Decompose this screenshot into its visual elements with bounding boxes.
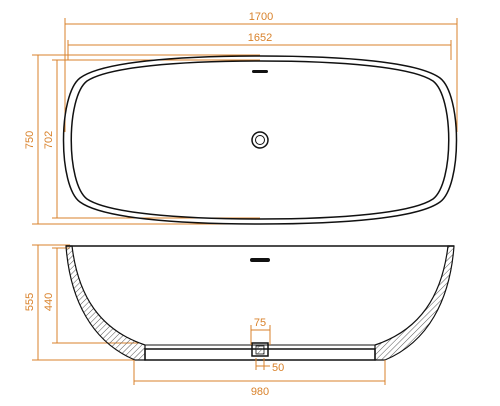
drain-width-label: 75 <box>254 317 266 329</box>
base-length-dimension: 980 <box>133 360 386 398</box>
tub-outer-rim <box>62 55 458 225</box>
inner-width-label: 702 <box>43 131 55 149</box>
overall-height-dimension: 555 <box>24 244 140 361</box>
top-view: 1700 1652 750 702 <box>24 11 458 225</box>
drain-outer-ring <box>251 131 269 149</box>
overall-width-label: 750 <box>24 131 36 149</box>
right-wall-section <box>374 245 455 361</box>
drain-inner-ring <box>255 135 265 145</box>
inner-length-dimension: 1652 <box>67 32 452 60</box>
overall-length-dimension: 1700 <box>64 11 458 132</box>
drain-height-dimension: 50 <box>255 358 284 374</box>
overall-length-label: 1700 <box>249 11 273 23</box>
inner-depth-dimension: 440 <box>43 247 140 344</box>
overflow-slot <box>252 70 268 73</box>
drain-height-label: 50 <box>272 362 284 374</box>
overall-height-label: 555 <box>24 293 36 311</box>
base-length-label: 980 <box>251 386 269 398</box>
drain-section <box>251 342 269 357</box>
tub-inner-rim <box>70 60 450 220</box>
inner-depth-label: 440 <box>43 293 55 311</box>
overall-width-dimension: 750 <box>24 54 260 225</box>
side-view: 555 440 75 <box>24 244 455 398</box>
overflow-slot-side <box>250 258 270 262</box>
drain-width-dimension: 75 <box>250 317 271 345</box>
inner-length-label: 1652 <box>248 32 272 44</box>
